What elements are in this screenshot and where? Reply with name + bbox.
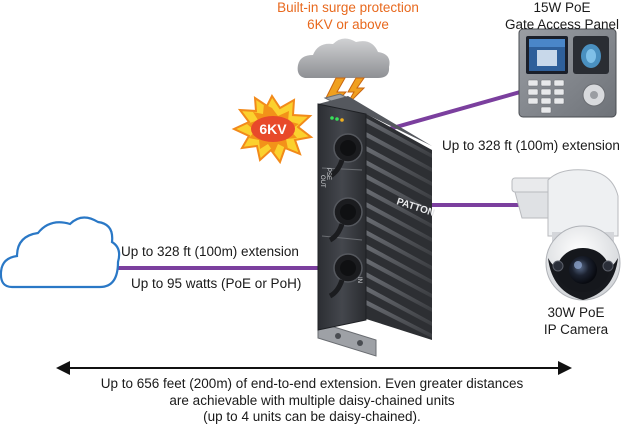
surge-protection-label: Built-in surge protection 6KV or above [248,0,448,33]
input-distance-label: Up to 328 ft (100m) extension [121,244,299,259]
upper-link-label: Up to 328 ft (100m) extension [442,138,620,153]
port-out-upper [328,133,363,179]
port-pse-label: PSE [325,168,331,180]
surge-line-2: 6KV or above [307,16,389,32]
port-out-label: OUT [319,175,325,188]
total-extension-line-1: Up to 656 feet (200m) of end-to-end exte… [100,376,524,391]
network-cloud-icon [0,216,121,289]
total-extension-line-2: are achievable with multiple daisy-chain… [169,392,455,408]
input-power-label: Up to 95 watts (PoE or PoH) [131,276,302,291]
heat-sink-fins [363,112,432,340]
gate-panel-line-1: 15W PoE [533,0,591,15]
camera-line-1: 30W PoE [547,305,605,320]
ip-camera-device [511,169,621,301]
camera-label: 30W PoE IP Camera [530,305,622,338]
port-in-label: IN [356,277,362,283]
surge-line-1: Built-in surge protection [277,0,419,15]
gate-panel-line-2: Gate Access Panel [504,16,620,32]
poe-extender-device: PSE OUT IN PATTON [317,93,436,357]
gate-panel-label: 15W PoE Gate Access Panel [500,0,624,33]
port-out-lower [328,197,363,243]
surge-badge-text: 6KV [259,121,287,137]
gate-access-panel-device [518,28,617,118]
total-extension-note: Up to 656 feet (200m) of end-to-end exte… [92,376,532,426]
total-extension-line-3: (up to 4 units can be daisy-chained). [203,409,421,424]
camera-line-2: IP Camera [543,321,609,337]
total-extension-arrow [56,361,572,375]
port-in [328,253,363,299]
surge-burst-icon [231,94,314,165]
